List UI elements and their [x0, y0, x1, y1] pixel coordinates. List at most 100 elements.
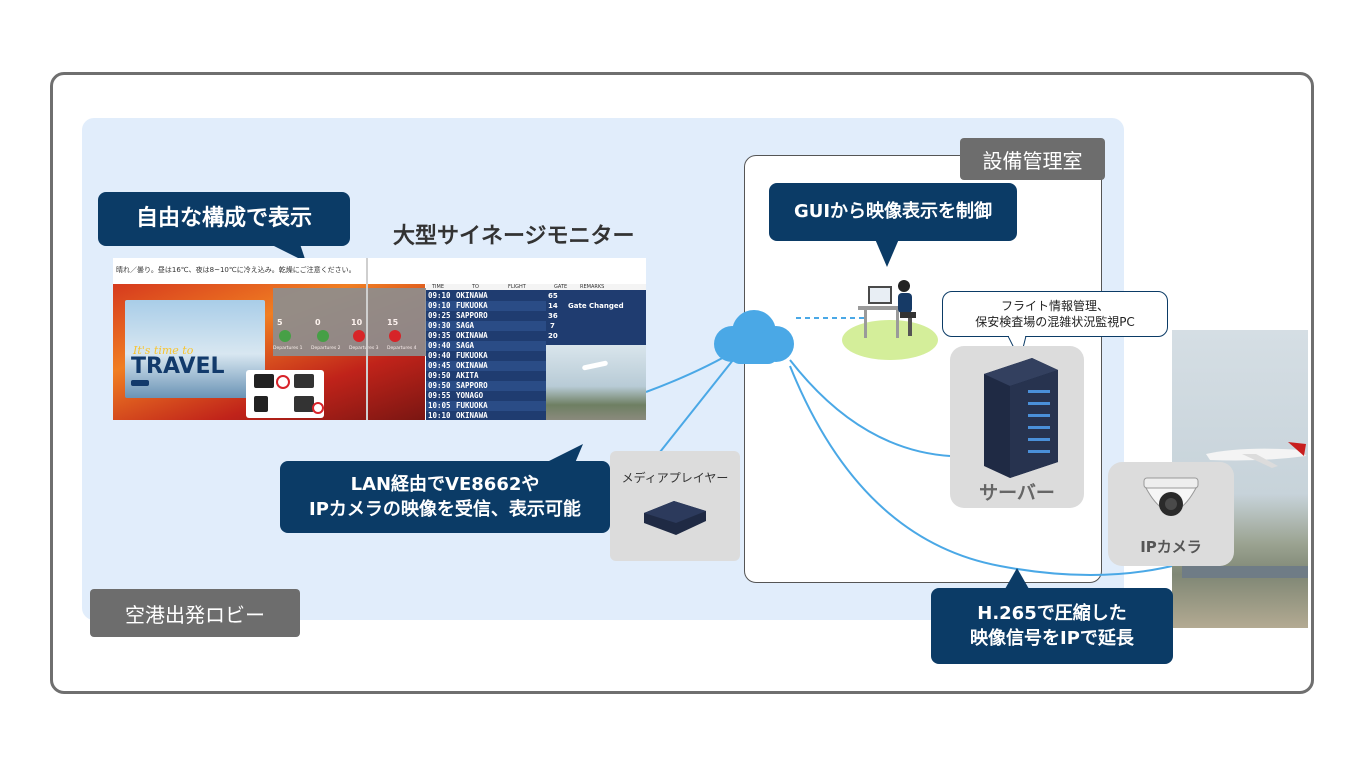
fids-row: 09:35 OKINAWA: [426, 331, 546, 341]
fids-time: 09:40: [428, 351, 451, 360]
luggage-icon: [254, 374, 274, 388]
fids-destination: YONAGO: [456, 391, 484, 400]
fids-time: 10:05: [428, 401, 451, 410]
fids-time: 09:45: [428, 361, 451, 370]
gate-3: 36: [548, 312, 558, 320]
media-player-icon: [644, 501, 706, 535]
fids-header: TIME TO FLIGHT: [426, 284, 546, 290]
fids-time: 09:30: [428, 321, 451, 330]
fids-row: 09:10 FUKUOKA: [426, 301, 546, 311]
travel-word: TRAVEL: [131, 354, 225, 379]
signage-monitor: 晴れ／曇り。昼は16℃、夜は8~10℃に冷え込み。乾燥にご注意ください。 It'…: [113, 258, 646, 420]
fids-destination: OKINAWA: [456, 411, 488, 420]
h265-callout-line2: 映像信号をIPで延長: [970, 628, 1134, 649]
fids-destination: FUKUOKA: [456, 301, 488, 310]
camera-feed-signage: [546, 345, 646, 420]
fids-destination: OKINAWA: [456, 361, 488, 370]
bezel-divider: [366, 258, 368, 420]
server-note-line1: フライト情報管理、: [1000, 299, 1109, 313]
fids-destination: SAGA: [456, 321, 475, 330]
fids-row: 09:50 AKITA: [426, 371, 546, 381]
server-note: フライト情報管理、 保安検査場の混雑状況監視PC: [942, 291, 1168, 337]
fids-destination: SAGA: [456, 341, 475, 350]
fids-row: 09:30 SAGA: [426, 321, 546, 331]
status-red-icon-2: [389, 330, 401, 342]
travel-script: It's time to: [133, 344, 194, 357]
media-player-card: メディアプレイヤー: [610, 451, 740, 561]
fids-header-to: TO: [472, 284, 479, 290]
fids-time: 09:40: [428, 341, 451, 350]
feature-callout: 自由な構成で表示: [98, 192, 350, 246]
wait-time-2: 0: [315, 318, 321, 327]
cloud-icon: [714, 310, 794, 364]
fids-header-gate: GATE: [554, 284, 568, 290]
wait-time-3: 10: [351, 318, 363, 327]
status-red-icon-1: [353, 330, 365, 342]
h265-callout-line1: H.265で圧縮した: [977, 602, 1127, 624]
line-cloud-to-camera: [789, 365, 1181, 576]
fids-destination: SAPPORO: [456, 311, 488, 320]
ip-camera-card: IPカメラ: [1108, 462, 1234, 566]
lan-callout-pointer: [545, 444, 583, 463]
fids-time: 09:50: [428, 381, 451, 390]
gate-2: 14: [548, 302, 558, 310]
dome-camera-icon: [1143, 477, 1199, 516]
fids-row: 09:40 SAGA: [426, 341, 546, 351]
device-icon: [294, 374, 314, 388]
server-note-line2: 保安検査場の混雑状況監視PC: [975, 315, 1135, 329]
security-rules-panel: [246, 370, 324, 418]
battery-icon: [254, 396, 268, 412]
fids-time: 09:35: [428, 331, 451, 340]
airplane-photo-icon: [1206, 442, 1306, 468]
fids-row: 10:05 FUKUOKA: [426, 401, 546, 411]
gate-1: 65: [548, 292, 558, 300]
fids-destination: SAPPORO: [456, 381, 488, 390]
server-card: サーバー: [950, 346, 1084, 508]
departures-4: Departures 4: [387, 346, 417, 351]
room-label: 設備管理室: [960, 138, 1105, 180]
fids-time: 09:25: [428, 311, 451, 320]
h265-callout: H.265で圧縮した 映像信号をIPで延長: [931, 588, 1173, 664]
fids-destination: OKINAWA: [456, 331, 488, 340]
feature-callout-pointer: [270, 244, 306, 262]
gui-callout-pointer: [875, 239, 899, 267]
fids-row: 09:55 YONAGO: [426, 391, 546, 401]
server-rack-icon: [984, 358, 1058, 478]
h265-callout-pointer: [1005, 568, 1029, 589]
fids-header-time: TIME: [432, 284, 445, 290]
fids-time: 09:55: [428, 391, 451, 400]
fids-header-flight: FLIGHT: [508, 284, 526, 290]
fids-row: 09:40 FUKUOKA: [426, 351, 546, 361]
fids-time: 09:10: [428, 301, 451, 310]
remarks-2: Gate Changed: [568, 302, 624, 310]
fids-header-remarks: REMARKS: [580, 284, 605, 290]
gate-4: 7: [550, 322, 555, 330]
status-green-icon-2: [317, 330, 329, 342]
fids-time: 10:10: [428, 411, 451, 420]
fids-destination: FUKUOKA: [456, 401, 488, 410]
departures-1: Departures 1: [273, 346, 303, 351]
lan-callout: LAN経由でVE8662や IPカメラの映像を受信、表示可能: [280, 461, 610, 533]
fids-destination: FUKUOKA: [456, 351, 488, 360]
lobby-label: 空港出発ロビー: [90, 589, 300, 637]
server-label: サーバー: [979, 482, 1055, 504]
person-icon: [294, 396, 314, 412]
gate-remarks-board: GATE REMARKS 65 14 Gate Changed 36 7 20: [546, 284, 646, 345]
prohibited-icon: [276, 375, 290, 389]
camera-label: IPカメラ: [1140, 538, 1202, 556]
gate-header: GATE REMARKS: [546, 284, 646, 290]
lan-callout-line2: IPカメラの映像を受信、表示可能: [309, 499, 581, 520]
fids-time: 09:10: [428, 291, 451, 300]
departures-3: Departures 3: [349, 346, 379, 351]
airplane-icon: [581, 360, 609, 371]
fids-row: 09:25 SAPPORO: [426, 311, 546, 321]
gate-5: 20: [548, 332, 558, 340]
lan-callout-line1: LAN経由でVE8662や: [350, 473, 540, 495]
fids-destination: AKITA: [456, 371, 479, 380]
book-button: [131, 380, 149, 386]
fids-time: 09:50: [428, 371, 451, 380]
fids-row: 09:45 OKINAWA: [426, 361, 546, 371]
ticker-text: 晴れ／曇り。昼は16℃、夜は8~10℃に冷え込み。乾燥にご注意ください。: [116, 266, 356, 274]
